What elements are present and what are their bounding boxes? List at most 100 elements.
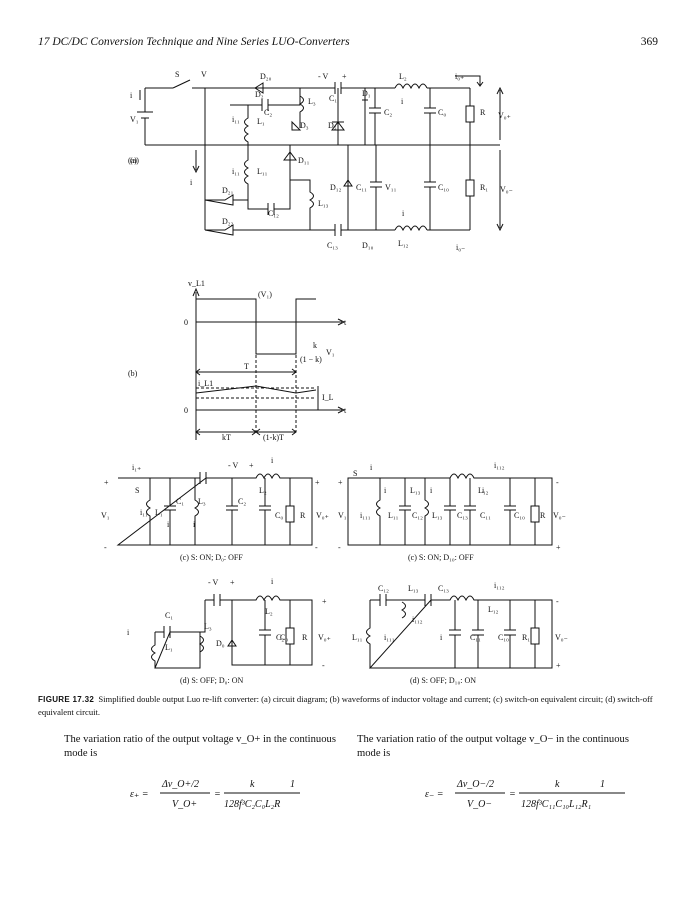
svg-text:i: i bbox=[384, 486, 387, 495]
svg-text:C₁₂: C₁₂ bbox=[412, 511, 423, 520]
svg-text:S: S bbox=[135, 486, 139, 495]
svg-text:C₁: C₁ bbox=[165, 611, 173, 620]
eq-neg-lhs: ε₋ = bbox=[425, 789, 443, 800]
svg-text:L₁: L₁ bbox=[165, 643, 173, 652]
svg-text:L₁₂: L₁₂ bbox=[398, 239, 409, 248]
svg-text:L₁: L₁ bbox=[257, 117, 265, 126]
svg-text:-: - bbox=[556, 597, 559, 606]
chapter-title: 17 DC/DC Conversion Technique and Nine S… bbox=[38, 36, 350, 48]
svg-text:i: i bbox=[430, 486, 433, 495]
svg-text:C₀: C₀ bbox=[275, 511, 283, 520]
svg-text:L₃: L₃ bbox=[308, 97, 316, 106]
svg-text:L₁₃: L₁₃ bbox=[318, 199, 329, 208]
period-label: T bbox=[244, 362, 249, 371]
svg-text:i: i bbox=[440, 633, 443, 642]
svg-text:- V: - V bbox=[208, 578, 219, 587]
panel-a: (a) bbox=[128, 156, 137, 165]
il1-label: i_L1 bbox=[198, 379, 213, 388]
vl1-label: v_L1 bbox=[188, 279, 205, 288]
svg-text:R₁: R₁ bbox=[480, 183, 488, 192]
1mkt-label: (1-k)T bbox=[263, 433, 284, 442]
svg-text:i₁₁₂: i₁₁₂ bbox=[412, 615, 423, 624]
zero-v: 0 bbox=[184, 318, 188, 327]
svg-text:L₁₃: L₁₃ bbox=[432, 511, 443, 520]
panel-d-neg: (d) S: OFF; D₁₀: ON bbox=[410, 676, 476, 685]
svg-text:C₁₁: C₁₁ bbox=[470, 633, 481, 642]
svg-text:L₂: L₂ bbox=[399, 72, 407, 81]
svg-text:C₁₂: C₁₂ bbox=[268, 209, 279, 218]
svg-text:C₂: C₂ bbox=[264, 108, 272, 117]
equation-positive-svg: ε₊ = Δv_O+/2 V_O+ = k 128f³C₂C₀L₂R 1 bbox=[130, 779, 300, 810]
svg-text:+: + bbox=[104, 478, 109, 487]
svg-text:C₀: C₀ bbox=[280, 633, 288, 642]
svg-text:+: + bbox=[556, 543, 561, 552]
svg-text:-: - bbox=[315, 543, 318, 552]
eq-neg-num3: 1 bbox=[600, 779, 605, 790]
svg-text:V₀₋: V₀₋ bbox=[555, 633, 568, 642]
svg-text:i: i bbox=[402, 209, 405, 218]
svg-text:+: + bbox=[249, 461, 254, 470]
svg-text:V₁: V₁ bbox=[130, 115, 139, 124]
t-label-v: t bbox=[344, 318, 347, 327]
svg-text:-: - bbox=[322, 661, 325, 670]
svg-text:C₂: C₂ bbox=[276, 633, 284, 642]
svg-text:+: + bbox=[322, 597, 327, 606]
circuit-c-positive bbox=[116, 472, 313, 546]
eq-pos-num1: Δv_O+/2 bbox=[161, 779, 199, 790]
svg-text:i: i bbox=[193, 520, 196, 529]
svg-text:L₁₃: L₁₃ bbox=[408, 584, 419, 593]
svg-text:=: = bbox=[214, 789, 221, 800]
eq-pos-lhs: ε₊ = bbox=[130, 789, 148, 800]
svg-text:D₁₂: D₁₂ bbox=[330, 183, 342, 192]
svg-text:+: + bbox=[338, 478, 343, 487]
svg-text:L₁₂: L₁₂ bbox=[488, 605, 499, 614]
svg-text:i₀₊: i₀₊ bbox=[455, 72, 464, 81]
svg-text:V₀₊: V₀₊ bbox=[316, 511, 329, 520]
svg-text:D₂₁: D₂₁ bbox=[222, 186, 234, 195]
circuit-d-negative bbox=[366, 594, 553, 669]
caption-label: FIGURE 17.32 bbox=[38, 695, 95, 704]
circuit-d-positive bbox=[151, 594, 313, 669]
kt-label: kT bbox=[222, 433, 231, 442]
svg-text:i₁₁: i₁₁ bbox=[232, 167, 240, 176]
eq-neg-num1: Δv_O−/2 bbox=[456, 779, 494, 790]
v1-level: (V₁) bbox=[258, 290, 272, 299]
svg-text:+: + bbox=[556, 661, 561, 670]
svg-text:=: = bbox=[509, 789, 516, 800]
svg-text:D₁: D₁ bbox=[362, 89, 371, 98]
svg-text:L₃: L₃ bbox=[198, 497, 206, 506]
k-v: V₁ bbox=[326, 348, 335, 357]
svg-text:i₁₁₂: i₁₁₂ bbox=[494, 581, 505, 590]
svg-text:L₁: L₁ bbox=[155, 508, 163, 517]
svg-text:i: i bbox=[401, 97, 404, 106]
svg-text:+: + bbox=[315, 478, 320, 487]
svg-text:i: i bbox=[127, 628, 130, 637]
svg-text:V₁₁: V₁₁ bbox=[385, 183, 397, 192]
svg-text:C₂: C₂ bbox=[384, 108, 392, 117]
svg-text:C₂: C₂ bbox=[238, 497, 246, 506]
svg-text:L₂: L₂ bbox=[265, 607, 273, 616]
svg-text:i: i bbox=[370, 463, 373, 472]
svg-text:R: R bbox=[300, 511, 306, 520]
svg-text:L₂: L₂ bbox=[259, 486, 267, 495]
svg-text:C₁₀: C₁₀ bbox=[438, 183, 449, 192]
svg-text:S: S bbox=[175, 70, 179, 79]
zero-i: 0 bbox=[184, 406, 188, 415]
svg-text:L₃: L₃ bbox=[204, 622, 212, 631]
svg-text:V₁: V₁ bbox=[101, 511, 110, 520]
svg-text:i: i bbox=[271, 456, 274, 465]
svg-text:i₁₁: i₁₁ bbox=[140, 508, 148, 517]
delta-il: I_L bbox=[322, 393, 334, 402]
svg-text:C₁₀: C₁₀ bbox=[514, 511, 525, 520]
svg-text:C₀: C₀ bbox=[438, 108, 446, 117]
caption-text: Simplified double output Luo re-lift con… bbox=[38, 694, 653, 717]
panel-d-pos: (d) S: OFF; D₀: ON bbox=[180, 676, 243, 685]
svg-text:R: R bbox=[540, 511, 546, 520]
circuit-c-negative bbox=[347, 473, 553, 546]
equation-positive: ε₊ = Δv_O+/2 V_O+ = k 128f³C₂C₀L₂R 1 bbox=[130, 773, 330, 826]
svg-text:-: - bbox=[338, 543, 341, 552]
